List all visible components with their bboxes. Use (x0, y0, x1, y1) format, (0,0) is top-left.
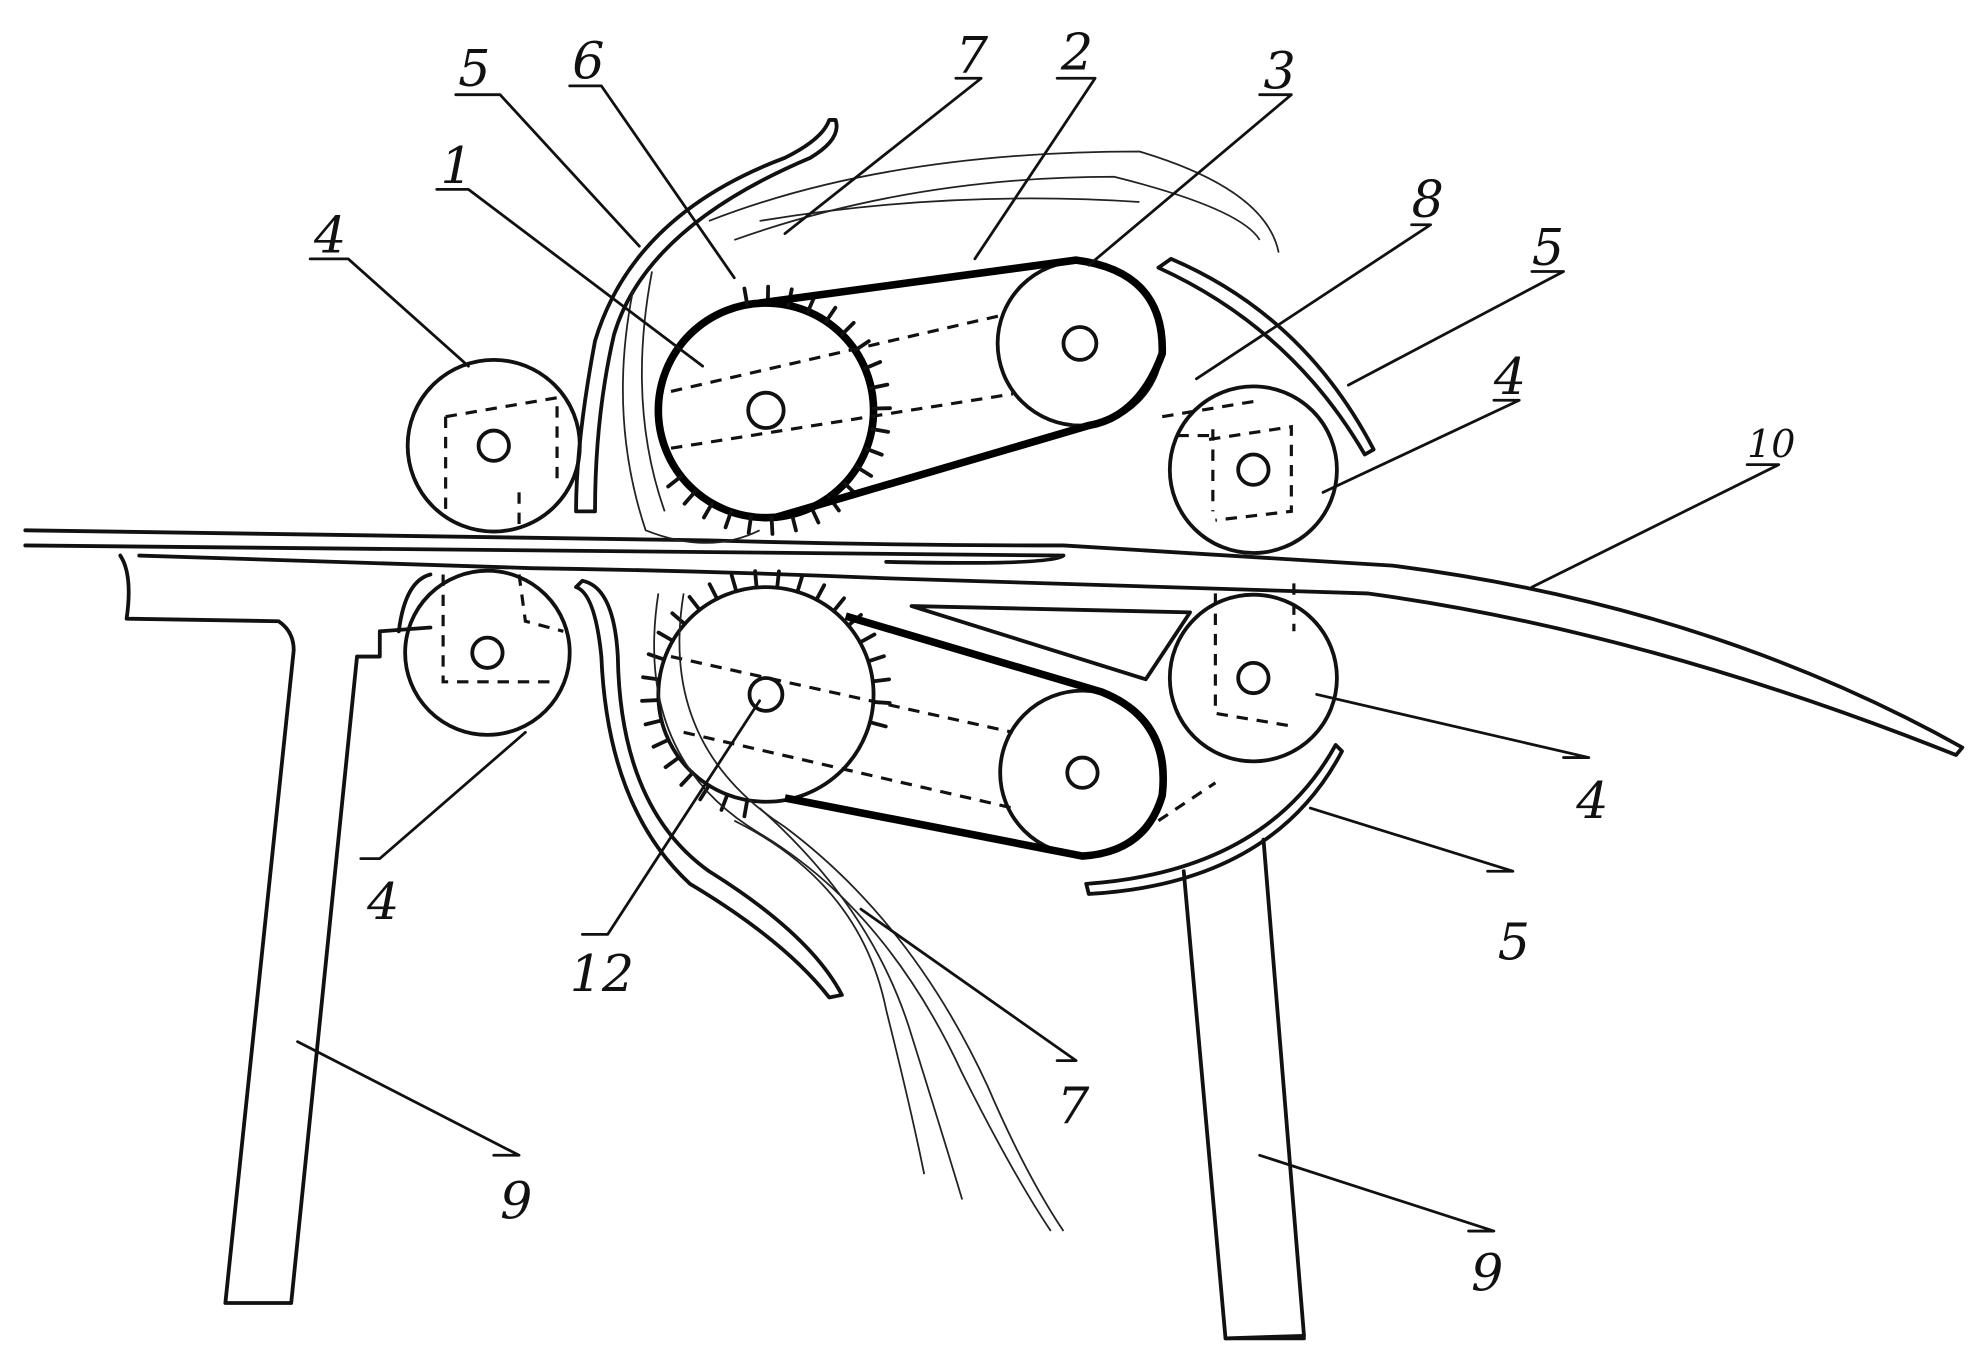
drum-spike (681, 773, 692, 785)
label-5: 5 (1498, 913, 1530, 972)
drum-spike (826, 308, 835, 322)
drum-spike (868, 656, 884, 661)
top-left-roller-4 (408, 360, 580, 532)
drum-spike (653, 740, 668, 747)
guard-5-bottom-left (576, 581, 842, 998)
drum-spike (772, 518, 773, 534)
label-5: 5 (1532, 218, 1564, 277)
label-4: 4 (1575, 771, 1608, 830)
drum-spike (732, 575, 737, 591)
drum-spike (672, 613, 684, 624)
drum-spike (649, 654, 665, 659)
bottom-left-roller-4 (405, 571, 570, 735)
belt-2 (760, 260, 1163, 518)
drum-spike (642, 700, 658, 701)
drum-spike (816, 585, 824, 599)
label-12: 12 (570, 944, 634, 1003)
drum-spike (710, 584, 717, 599)
label-1: 1 (441, 136, 473, 195)
label-4: 4 (1493, 347, 1526, 406)
drum-spike (658, 633, 672, 641)
drum-spike (749, 517, 751, 533)
triangle-plate (912, 606, 1191, 679)
label-5: 5 (458, 39, 490, 98)
drum-spike (744, 800, 747, 816)
drum-spike (834, 598, 844, 611)
label-8: 8 (1412, 170, 1444, 229)
drum-spike (860, 634, 874, 642)
right-leg (1184, 840, 1304, 1339)
drum-spike (857, 467, 871, 476)
drum-spike (690, 597, 700, 610)
drum-spike (870, 722, 886, 726)
bottom-right-roller-4 (1170, 583, 1337, 761)
drum-spike (842, 323, 854, 335)
label-4: 4 (313, 206, 346, 265)
top-right-roller-4 (1170, 386, 1337, 553)
label-7: 7 (956, 26, 989, 85)
label-6: 6 (572, 31, 604, 90)
label-3: 3 (1263, 41, 1295, 100)
drum-spike (685, 491, 696, 503)
drum-spike (704, 503, 712, 517)
drum-12 (642, 571, 890, 816)
label-9: 9 (500, 1171, 532, 1230)
label-4: 4 (366, 872, 399, 931)
drum-spike (646, 720, 662, 724)
fibers-7-top (623, 152, 1279, 543)
fibers-7-bottom (654, 593, 1063, 1231)
label-7: 7 (1057, 1077, 1090, 1136)
guard-5-top-left (576, 120, 837, 511)
drum-spike (668, 476, 681, 486)
drum-spike (873, 679, 889, 681)
label-9: 9 (1471, 1243, 1503, 1302)
guard-5-top-right (1158, 259, 1373, 455)
guard-5-bottom-right (1086, 745, 1342, 894)
label-2: 2 (1060, 23, 1093, 82)
drum-spike (797, 576, 802, 592)
bottom-belt (785, 616, 1163, 856)
drum-spike (777, 571, 779, 587)
label-10: 10 (1747, 422, 1795, 466)
drum-spike (755, 571, 756, 587)
drum-spike (666, 758, 679, 768)
